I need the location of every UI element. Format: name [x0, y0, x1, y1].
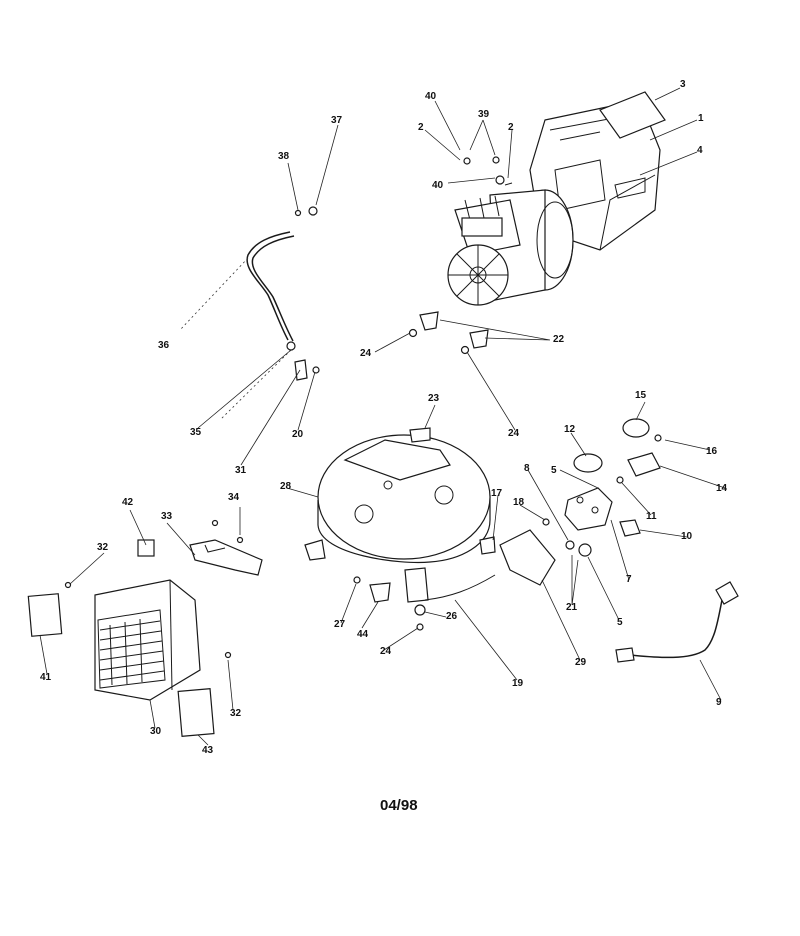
warning-decal — [599, 91, 666, 139]
tank-bottom-parts — [304, 536, 496, 631]
air-tank — [317, 427, 491, 564]
date-stamp: 04/98 — [380, 797, 418, 814]
outlet-tube — [246, 231, 295, 342]
part-label-44: 44 — [357, 629, 369, 640]
part-label-4: 4 — [697, 145, 703, 156]
part-label-26: 26 — [446, 611, 458, 622]
part-label-32-left: 32 — [97, 542, 109, 553]
part-label-8: 8 — [524, 463, 530, 474]
part-label-41: 41 — [40, 672, 52, 683]
belt-guard — [499, 529, 556, 586]
part-label-29: 29 — [575, 657, 587, 668]
part-label-19: 19 — [512, 678, 524, 689]
part-label-42: 42 — [122, 497, 134, 508]
part-label-32-right: 32 — [230, 708, 242, 719]
part-label-1: 1 — [698, 113, 704, 124]
part-label-34: 34 — [228, 492, 240, 503]
part-label-7: 7 — [626, 574, 632, 585]
hardware-screws-top — [294, 156, 513, 217]
leader-lines — [39, 87, 726, 746]
part-label-27: 27 — [334, 619, 346, 630]
part-label-20: 20 — [292, 429, 304, 440]
part-label-23: 23 — [428, 393, 440, 404]
part-label-2-left: 2 — [418, 122, 424, 133]
part-label-5-upper: 5 — [551, 465, 557, 476]
rubber-feet — [408, 311, 489, 355]
part-label-16: 16 — [706, 446, 718, 457]
part-label-33: 33 — [161, 511, 173, 522]
part-label-36: 36 — [158, 340, 170, 351]
decals-lower-left — [27, 519, 244, 737]
pressure-switch — [542, 418, 662, 557]
part-label-30: 30 — [150, 726, 162, 737]
part-label-40-top: 40 — [425, 91, 437, 102]
part-label-9: 9 — [716, 697, 722, 708]
part-label-35: 35 — [190, 427, 202, 438]
part-label-11: 11 — [646, 511, 657, 522]
part-label-24-upper: 24 — [360, 348, 372, 359]
power-cord — [615, 581, 739, 663]
part-label-28: 28 — [280, 481, 292, 492]
part-label-37: 37 — [331, 115, 343, 126]
pump-head — [454, 195, 521, 256]
part-label-5-lower: 5 — [617, 617, 623, 628]
part-label-2-right: 2 — [508, 122, 514, 133]
part-label-14: 14 — [716, 483, 728, 494]
check-valve — [286, 341, 320, 381]
mounting-bracket — [189, 539, 263, 576]
part-label-24-lower: 24 — [380, 646, 392, 657]
part-label-43: 43 — [202, 745, 214, 756]
front-shroud — [94, 579, 201, 701]
part-label-18: 18 — [513, 497, 525, 508]
part-label-17: 17 — [491, 488, 503, 499]
cooling-fan — [447, 244, 509, 306]
part-label-24-mid: 24 — [508, 428, 520, 439]
part-label-15: 15 — [635, 390, 647, 401]
part-label-3: 3 — [680, 79, 686, 90]
part-label-10: 10 — [681, 531, 693, 542]
part-label-22: 22 — [553, 334, 565, 345]
part-label-38: 38 — [278, 151, 290, 162]
part-label-31: 31 — [235, 465, 247, 476]
part-label-39: 39 — [478, 109, 490, 120]
part-label-40-mid: 40 — [432, 180, 444, 191]
part-label-21: 21 — [566, 602, 578, 613]
part-label-12: 12 — [564, 424, 576, 435]
